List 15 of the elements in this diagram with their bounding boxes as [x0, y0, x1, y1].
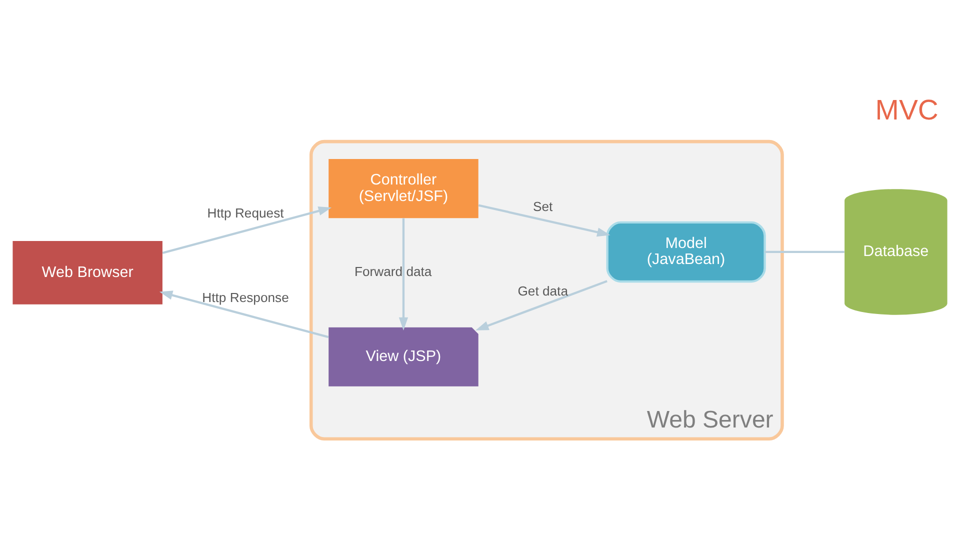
edge-label: Forward data: [354, 264, 432, 280]
edge-label: Set: [533, 199, 553, 214]
arrow: [476, 280, 608, 330]
arrow: [398, 218, 408, 330]
diagram-title: MVC: [875, 94, 938, 126]
node-box: Web Browser: [12, 241, 162, 304]
edge-label: Http Request: [207, 206, 284, 221]
edge-label: Http Response: [202, 290, 289, 305]
arrow: [159, 290, 329, 338]
edge-label: Get data: [518, 283, 568, 298]
node-box: Model (JavaBean): [606, 221, 766, 283]
connector: [764, 250, 844, 254]
node-box: Controller (Servlet/JSF): [328, 159, 478, 218]
arrow: [478, 204, 610, 237]
arrow: [162, 206, 332, 254]
